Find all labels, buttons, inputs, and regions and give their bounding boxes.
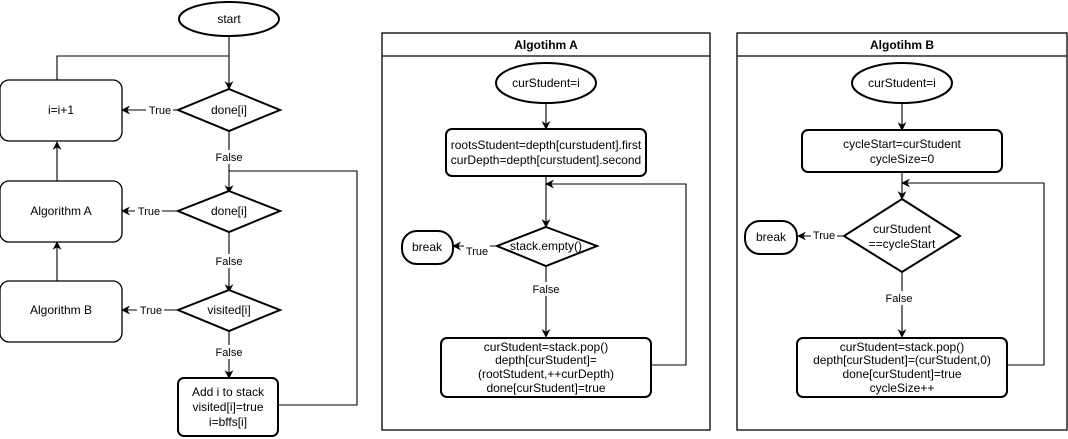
visited-check	[175, 288, 283, 333]
increment-node	[0, 79, 123, 142]
b-init-line-2: cycleSize=0	[870, 152, 935, 166]
b-body-node	[796, 337, 1008, 398]
b-break-label: break	[756, 230, 787, 244]
add-to-stack-line-2: visited[i]=true	[192, 400, 263, 414]
b-condition-node	[842, 197, 962, 274]
false-label-2: False	[216, 256, 243, 268]
b-init-node	[801, 129, 1003, 173]
algorithm-b-label: Algorithm B	[30, 303, 92, 317]
start-node	[178, 1, 280, 37]
done-check-1	[175, 87, 283, 133]
a-init-line-2: curDepth=depth[curstudent].second	[451, 153, 641, 167]
a-body-node	[440, 337, 652, 398]
done-check-2	[175, 189, 283, 234]
a-true-label-bg	[464, 244, 490, 257]
main-flow: start done[i] i=i+1 done[i] Algorithm A …	[0, 1, 358, 437]
a-condition-label: stack.empty()	[510, 239, 582, 253]
true-label-1: True	[149, 105, 171, 117]
true-label-3-bg	[137, 303, 164, 317]
done-check-1-label: done[i]	[211, 103, 247, 117]
false-label-1: False	[216, 152, 243, 164]
false-label-1-bg	[212, 150, 246, 164]
a-body-line-3: (rootStudent,++curDepth)	[478, 367, 614, 381]
a-init-node	[445, 128, 647, 177]
b-break-node	[744, 220, 798, 255]
b-false-label: False	[886, 293, 913, 305]
start-label: start	[217, 12, 241, 26]
a-break-label: break	[412, 240, 443, 254]
increment-label: i=i+1	[48, 103, 74, 117]
algorithm-a-node	[0, 180, 123, 243]
b-start-label: curStudent=i	[868, 76, 936, 90]
true-label-1-bg	[146, 103, 173, 117]
b-body-line-4: cycleSize++	[870, 381, 935, 395]
b-body-line-1: curStudent=stack.pop()	[840, 340, 964, 354]
false-label-2-bg	[212, 254, 246, 268]
a-break-node	[401, 230, 454, 265]
b-body-line-3: done[curStudent]=true	[842, 367, 961, 381]
true-label-2: True	[138, 206, 160, 218]
b-true-label-bg	[811, 228, 837, 241]
edge-addstack-loop-back	[229, 170, 358, 406]
b-edge-body-loop-back	[901, 178, 1045, 366]
b-true-label: True	[813, 230, 835, 242]
algorithm-a-label: Algorithm A	[30, 204, 91, 218]
b-condition-line-2: ==cycleStart	[869, 237, 936, 251]
a-start-node	[495, 62, 597, 104]
add-to-stack-node	[177, 377, 279, 437]
panel-algorithm-b: Algotihm B curStudent=i cycleStart=curSt…	[736, 32, 1068, 431]
b-init-line-1: cycleStart=curStudent	[843, 137, 961, 151]
edge-increment-loop-back	[56, 55, 229, 80]
a-body-line-4: done[curStudent]=true	[486, 381, 605, 395]
done-check-2-label: done[i]	[211, 204, 247, 218]
a-edge-body-loop-back	[545, 179, 687, 366]
panel-b-title: Algotihm B	[870, 38, 934, 52]
add-to-stack-line-3: i=bffs[i]	[209, 415, 247, 429]
false-label-3: False	[216, 347, 243, 359]
a-start-label: curStudent=i	[512, 76, 580, 90]
a-true-label: True	[466, 246, 488, 258]
panel-a-title: Algotihm A	[514, 38, 578, 52]
panel-algorithm-a: Algotihm A curStudent=i rootsStudent=dep…	[381, 32, 711, 431]
true-label-2-bg	[135, 204, 162, 218]
algorithm-b-node	[0, 280, 123, 343]
b-false-label-bg	[882, 291, 916, 305]
a-init-line-1: rootsStudent=depth[curstudent].first	[451, 138, 642, 152]
false-label-3-bg	[212, 345, 246, 359]
b-body-line-2: depth[curStudent]=(curStudent,0)	[813, 353, 991, 367]
a-condition-node	[494, 225, 600, 268]
b-condition-line-1: curStudent	[873, 222, 932, 236]
visited-check-label: visited[i]	[207, 303, 250, 317]
add-to-stack-line-1: Add i to stack	[192, 385, 265, 399]
a-body-line-2: depth[curStudent]=	[495, 353, 597, 367]
true-label-3: True	[140, 305, 162, 317]
a-body-line-1: curStudent=stack.pop()	[484, 340, 608, 354]
b-start-node	[851, 62, 953, 104]
a-false-label: False	[533, 284, 560, 296]
a-false-label-bg	[529, 282, 563, 296]
